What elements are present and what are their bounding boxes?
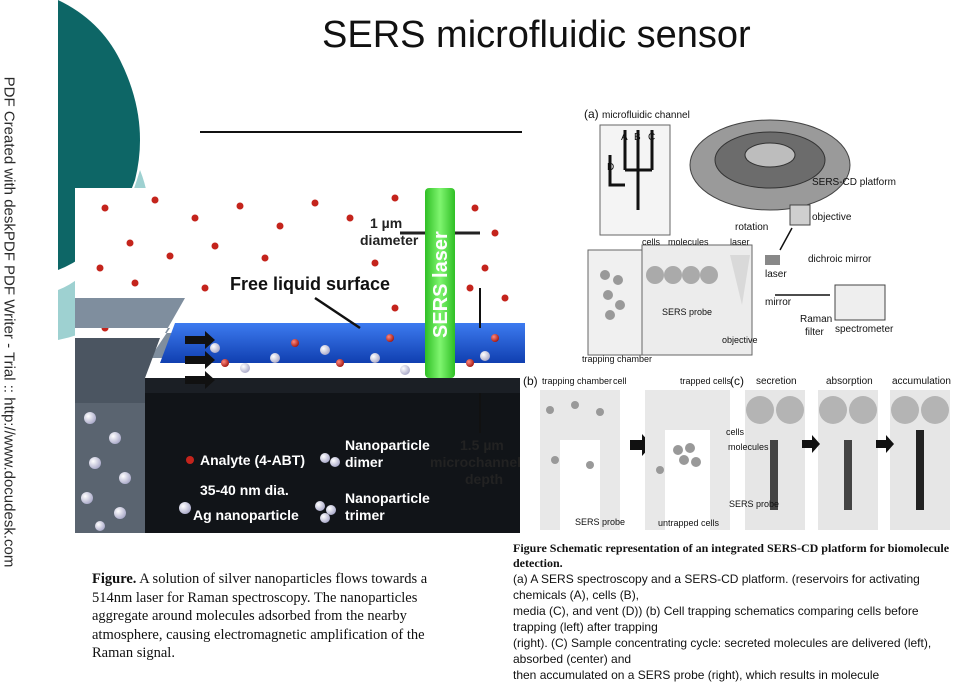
panels-b-c: (b) trapping chamber cell SERS probe tra… <box>520 370 959 535</box>
raman-filter-label: Raman filter <box>800 314 832 338</box>
flow-arrows <box>185 331 215 389</box>
watermark-text: PDF Created with deskPDF PDF Writer - Tr… <box>0 76 18 568</box>
c-arrow-2 <box>876 435 894 453</box>
c-probe-1 <box>770 440 778 510</box>
objective-label: objective <box>812 212 852 223</box>
right-caption-title: Figure Schematic representation of an in… <box>513 541 950 570</box>
aggregate-particles <box>221 334 499 367</box>
nanoparticles <box>81 343 490 531</box>
panel-a-label: (a) <box>584 107 599 121</box>
trapping-chamber-label: trapping chamber <box>582 354 652 364</box>
trapped-cells-label: trapped cells <box>680 376 732 386</box>
laser-label: laser <box>765 269 787 280</box>
panel-c-tag: (c) <box>730 374 744 388</box>
svg-text:Raman: Raman <box>800 314 832 325</box>
b-left-chamber <box>560 440 600 530</box>
c-arrow-1 <box>802 435 820 453</box>
svg-text:filter: filter <box>805 327 825 338</box>
sers-probe-label: SERS probe <box>662 307 712 317</box>
c-sers-probe-label: SERS probe <box>729 499 779 509</box>
inset-objective-label: objective <box>722 335 758 345</box>
title-rule <box>200 131 522 133</box>
svg-text:1 µm: 1 µm <box>370 215 402 231</box>
spectrometer-box <box>834 284 886 321</box>
b-trapping-chamber-label: trapping chamber <box>542 376 612 386</box>
absorption-label: absorption <box>826 376 873 387</box>
svg-text:C: C <box>648 132 655 143</box>
mirror-label: mirror <box>765 297 792 308</box>
objective-lens <box>789 204 811 226</box>
svg-text:Nanoparticle: Nanoparticle <box>345 437 430 453</box>
svg-text:Nanoparticle: Nanoparticle <box>345 490 430 506</box>
sers-cd-platform-label: SERS-CD platform <box>812 177 896 188</box>
flow-label: FLOW <box>180 305 231 324</box>
legend: Analyte (4-ABT) 35-40 nm dia. Ag nanopar… <box>179 437 430 523</box>
untrapped-cells-label: untrapped cells <box>658 518 720 528</box>
b-sers-probe-label: SERS probe <box>575 517 625 527</box>
watermark: PDF Created with deskPDF PDF Writer - Tr… <box>0 2 20 642</box>
channel-diagram <box>608 130 654 210</box>
depth-label: 1.5 µm microchannel depth <box>430 437 521 487</box>
right-caption-line2: media (C), and vent (D)) (b) Cell trappi… <box>513 604 919 634</box>
svg-text:dimer: dimer <box>345 454 384 470</box>
channel-zoom-box <box>599 124 671 236</box>
c-probe-3 <box>916 430 924 510</box>
svg-text:B: B <box>634 132 641 143</box>
left-caption-text: A solution of silver nanoparticles flows… <box>92 571 428 661</box>
svg-text:D: D <box>607 162 614 173</box>
trapping-inset <box>587 249 644 356</box>
channel-floor <box>145 378 525 393</box>
right-caption-line1: (a) A SERS spectroscopy and a SERS-CD pl… <box>513 572 920 602</box>
inset-cells <box>646 266 718 284</box>
panel-b-tag: (b) <box>523 374 538 388</box>
accumulation-label: accumulation <box>892 376 951 387</box>
dichroic-mirror-label: dichroic mirror <box>808 254 872 265</box>
cell-label: cell <box>613 376 627 386</box>
diameter-label: 1 µm diameter <box>360 215 419 248</box>
left-caption-lead: Figure. <box>92 571 137 587</box>
free-surface-arrow <box>314 296 361 330</box>
left-caption: Figure. A solution of silver nanoparticl… <box>92 570 442 663</box>
svg-text:A: A <box>621 132 628 143</box>
reservoir-labels: A B C D <box>607 132 655 173</box>
inset-laser-label: laser <box>730 237 750 247</box>
cells-label: cells <box>642 237 661 247</box>
c-cells-label: cells <box>726 427 745 437</box>
right-caption-line3: (right). (C) Sample concentrating cycle:… <box>513 636 932 666</box>
b-left-cells <box>546 401 604 469</box>
rotation-label: rotation <box>735 222 768 233</box>
svg-text:depth: depth <box>465 471 503 487</box>
right-caption: Figure Schematic representation of an in… <box>513 541 959 683</box>
free-surface-label: Free liquid surface <box>230 274 390 294</box>
sers-channel-figure: SERS laser 1 µm diameter Free liquid sur… <box>75 188 525 533</box>
svg-text:diameter: diameter <box>360 232 419 248</box>
optical-path <box>775 227 830 296</box>
channel-side <box>75 403 145 533</box>
svg-text:1.5 µm: 1.5 µm <box>460 437 504 453</box>
legend-analyte: Analyte (4-ABT) <box>200 452 305 468</box>
cd-hub <box>744 142 796 168</box>
c-cells <box>746 396 949 424</box>
c-molecules-label: molecules <box>728 442 769 452</box>
spectrometer-label: spectrometer <box>835 324 894 335</box>
inset-beam <box>730 255 750 305</box>
sers-laser-label: SERS laser <box>430 231 452 338</box>
svg-text:trimer: trimer <box>345 507 385 523</box>
microfluidic-channel-label: microfluidic channel <box>602 110 690 121</box>
trapping-cells <box>600 270 625 320</box>
secretion-label: secretion <box>756 376 797 387</box>
molecules-label: molecules <box>668 237 709 247</box>
c-probe-2 <box>844 440 852 510</box>
sers-laser-beam <box>425 188 455 378</box>
laser-box <box>765 255 780 265</box>
svg-text:35-40 nm dia.: 35-40 nm dia. <box>200 482 289 498</box>
right-caption-line4: then accumulated on a SERS probe (right)… <box>513 668 880 682</box>
b-right-cells <box>656 443 701 474</box>
svg-text:microchannel: microchannel <box>430 454 521 470</box>
slide-title: SERS microfluidic sensor <box>322 14 751 56</box>
svg-text:Ag nanoparticle: Ag nanoparticle <box>193 507 299 523</box>
fluid-channel <box>160 323 525 363</box>
